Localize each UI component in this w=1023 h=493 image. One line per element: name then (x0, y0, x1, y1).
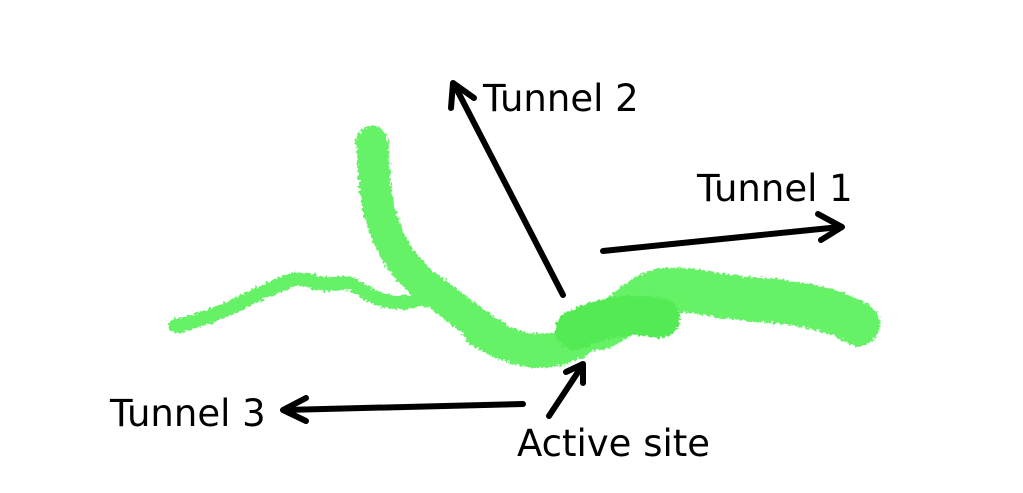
arrow-tunnel-1 (600, 211, 845, 254)
tunnel-2-label: Tunnel 2 (482, 77, 639, 120)
active-site-label: Active site (517, 422, 710, 465)
arrow-tunnel-3 (280, 395, 526, 424)
tunnel-1-label: Tunnel 1 (696, 167, 853, 210)
tunnel-2-branch (356, 126, 511, 351)
active-site-cluster (555, 295, 680, 350)
tunnel-3-label: Tunnel 3 (109, 392, 266, 435)
tunnel-bundle (169, 126, 880, 368)
arrow-active-site (546, 361, 586, 419)
arrow-tunnel-2 (448, 80, 566, 298)
